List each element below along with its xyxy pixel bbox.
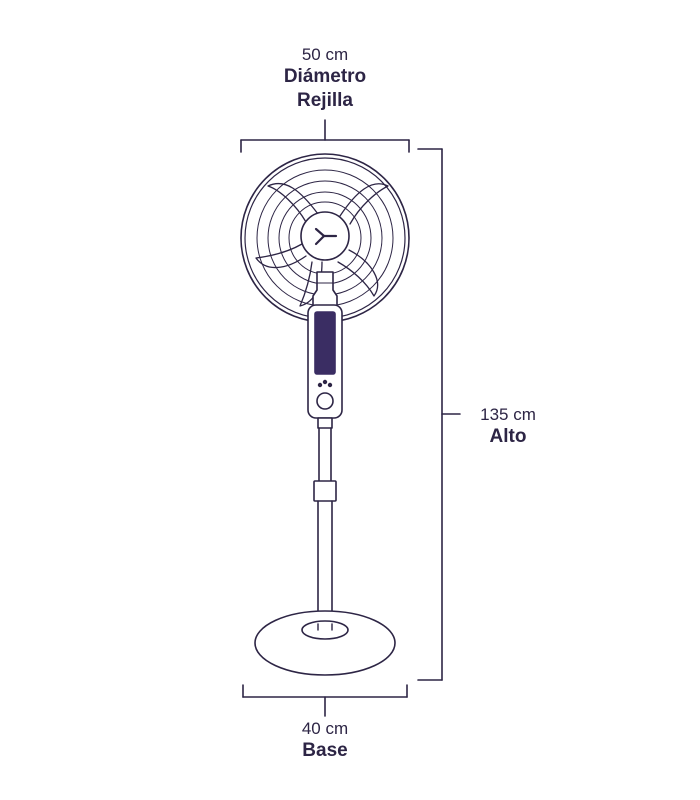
grille-diameter-name-line1: Diámetro — [283, 66, 367, 88]
grille-diameter-label: 50 cm Diámetro Rejilla — [225, 44, 425, 113]
base-diameter-label: 40 cm Base — [225, 718, 425, 763]
upper-pole — [317, 417, 333, 482]
base-diameter-value: 40 cm — [301, 719, 349, 738]
control-buttons — [316, 379, 334, 410]
height-name: Alto — [489, 426, 527, 448]
grille-diameter-value: 50 cm — [301, 45, 349, 64]
height-bracket — [417, 148, 461, 681]
fan-blades — [255, 182, 389, 307]
base-diameter-name: Base — [302, 740, 348, 762]
y-logo-icon — [314, 227, 338, 246]
base-diameter-bracket — [242, 684, 408, 717]
control-column — [307, 304, 343, 419]
height-value: 135 cm — [480, 405, 536, 424]
height-label: 135 cm Alto — [448, 404, 568, 449]
height-collar — [313, 480, 337, 502]
fan-base — [254, 610, 396, 676]
lower-pole — [317, 500, 333, 623]
grille-diameter-bracket — [240, 119, 410, 153]
grille-diameter-name-line2: Rejilla — [297, 90, 353, 111]
